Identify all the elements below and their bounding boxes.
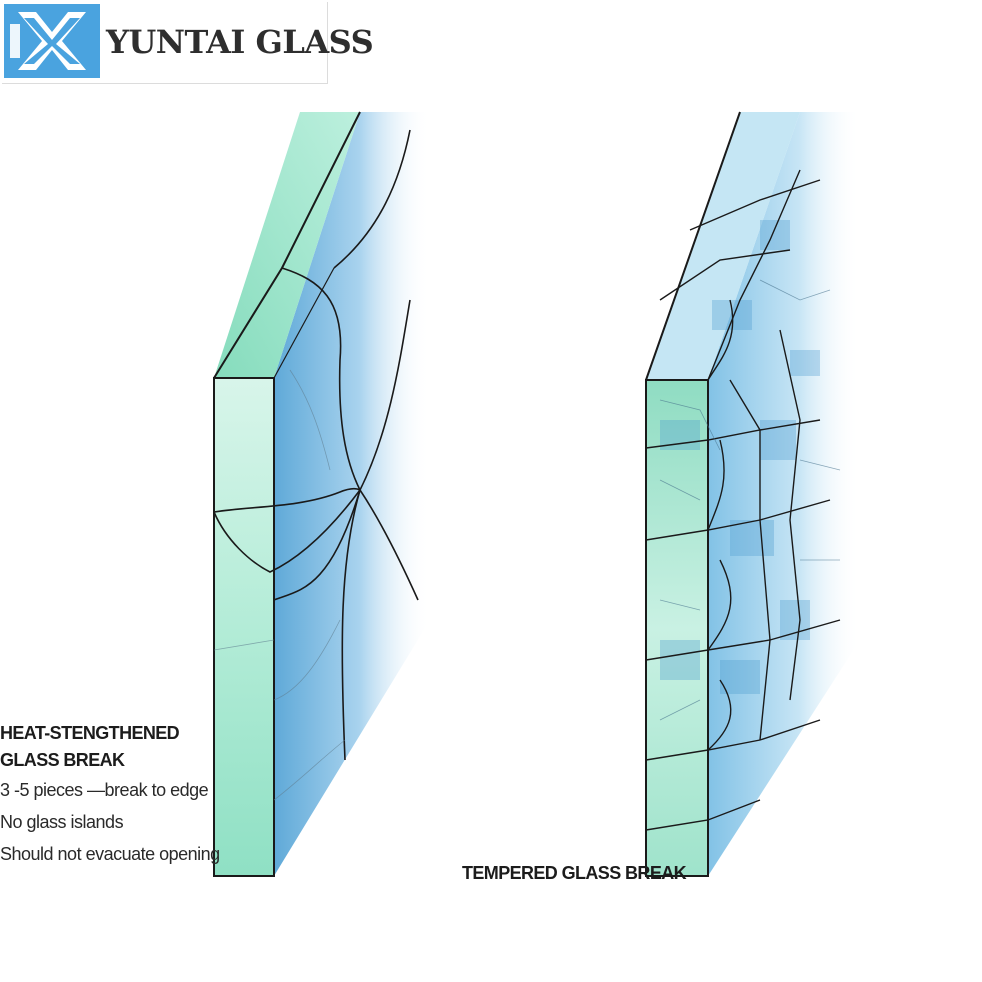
heat-strengthened-front-edge [214,378,274,876]
tempered-front-edge [646,380,708,876]
brand-logo: YUNTAI GLASS [2,2,374,84]
heat-strengthened-detail: 3 -5 pieces —break to edge [0,780,209,800]
heat-strengthened-detail: Should not evacuate opening [0,844,220,864]
heat-strengthened-caption: HEAT-STENGTHENED GLASS BREAK 3 -5 pieces… [0,720,220,870]
brand-name: YUNTAI GLASS [106,23,374,61]
heat-strengthened-heading-line1: HEAT-STENGTHENED [0,723,180,743]
heat-strengthened-pane-face [274,112,430,876]
tempered-glass-illustration [645,111,860,877]
heat-strengthened-glass-illustration [213,111,430,877]
yuntai-logo-icon [4,4,100,78]
tempered-pane-face [708,112,860,876]
tempered-glass-caption: TEMPERED GLASS BREAK [462,863,687,883]
heat-strengthened-top-edge [214,112,360,378]
tempered-top-edge [646,112,800,380]
heat-strengthened-detail: No glass islands [0,812,124,832]
heat-strengthened-heading-line2: GLASS BREAK [0,750,125,770]
